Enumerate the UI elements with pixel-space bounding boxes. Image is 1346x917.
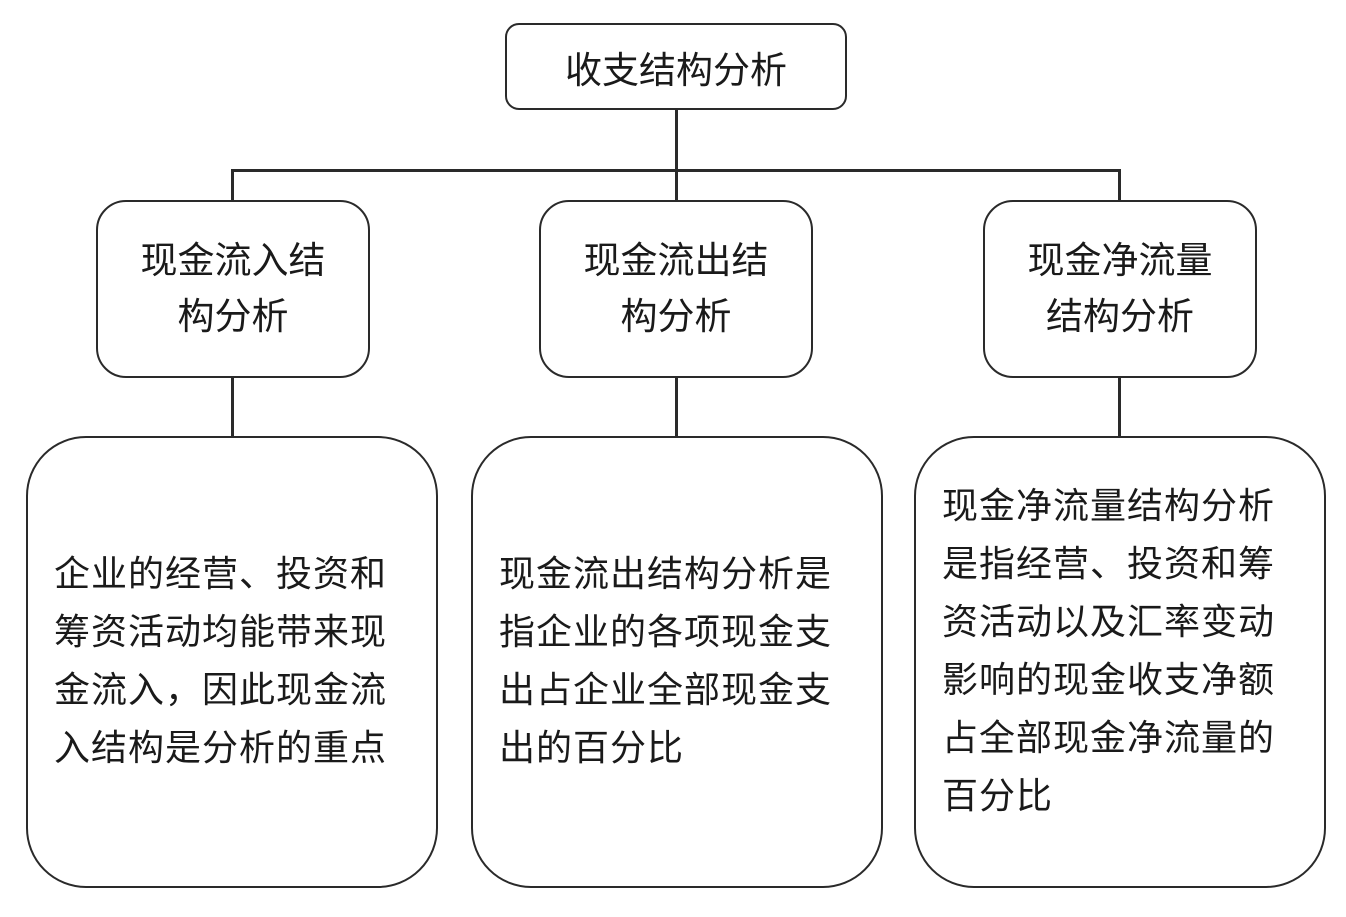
- outflow-description-node: 现金流出结构分析是指企业的各项现金支出占企业全部现金支出的百分比: [471, 436, 883, 888]
- net-flow-description-node: 现金净流量结构分析是指经营、投资和筹资活动以及汇率变动影响的现金收支净额占全部现…: [914, 436, 1326, 888]
- connector-net-desc: [1118, 377, 1121, 437]
- outflow-structure-label: 现金流出结构分析: [583, 239, 769, 338]
- inflow-structure-node: 现金流入结构分析: [96, 200, 370, 378]
- inflow-structure-label: 现金流入结构分析: [140, 239, 326, 338]
- outflow-description-text: 现金流出结构分析是指企业的各项现金支出占企业全部现金支出的百分比: [499, 554, 833, 769]
- net-flow-structure-label: 现金净流量结构分析: [1027, 239, 1213, 338]
- connector-to-inflow: [231, 169, 234, 201]
- connector-to-outflow: [675, 169, 678, 201]
- connector-to-net: [1118, 169, 1121, 201]
- root-node: 收支结构分析: [505, 23, 847, 110]
- connector-inflow-desc: [231, 377, 234, 437]
- inflow-description-text: 企业的经营、投资和筹资活动均能带来现金流入，因此现金流入结构是分析的重点: [54, 554, 388, 769]
- connector-outflow-desc: [675, 377, 678, 437]
- connector-root-down: [675, 110, 678, 170]
- inflow-description-node: 企业的经营、投资和筹资活动均能带来现金流入，因此现金流入结构是分析的重点: [26, 436, 438, 888]
- net-flow-structure-node: 现金净流量结构分析: [983, 200, 1257, 378]
- net-flow-description-text: 现金净流量结构分析是指经营、投资和筹资活动以及汇率变动影响的现金收支净额占全部现…: [942, 486, 1276, 817]
- root-label: 收支结构分析: [565, 48, 787, 92]
- outflow-structure-node: 现金流出结构分析: [539, 200, 813, 378]
